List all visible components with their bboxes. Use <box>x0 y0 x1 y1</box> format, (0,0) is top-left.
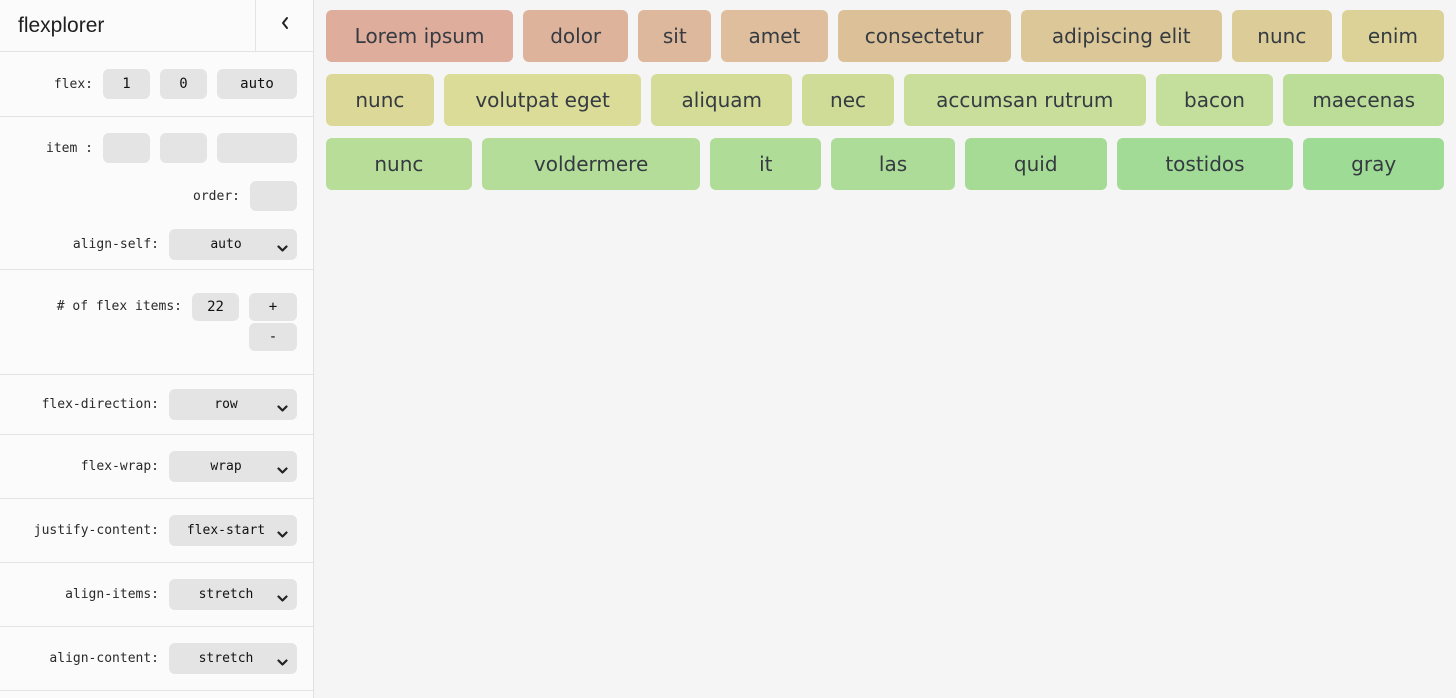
item-label: item : <box>46 140 93 156</box>
flex-wrap-section: flex-wrap: wrap <box>0 435 313 499</box>
flex-item: voldermere <box>481 138 701 190</box>
align-self-label: align-self: <box>72 237 159 252</box>
flex-item: aliquam <box>651 74 793 126</box>
sidebar: flexplorer flex: item : <box>0 0 314 698</box>
flex-item: nunc <box>326 74 434 126</box>
flex-items-count-input[interactable] <box>192 293 239 321</box>
flex-wrap-label: flex-wrap: <box>80 459 159 474</box>
app-title: flexplorer <box>18 13 105 37</box>
flex-item: Lorem ipsum <box>326 10 514 62</box>
flex-basis-input[interactable] <box>217 69 297 99</box>
flex-item: amet <box>721 10 828 62</box>
justify-content-label: justify-content: <box>33 523 159 538</box>
order-input[interactable] <box>250 181 297 211</box>
flex-shrink-input[interactable] <box>160 69 207 99</box>
flex-item: tostidos <box>1116 138 1294 190</box>
justify-content-section: justify-content: flex-start <box>0 499 313 563</box>
align-content-section: align-content: stretch <box>0 627 313 691</box>
flex-shorthand-section: flex: <box>0 52 313 117</box>
flex-item: nunc <box>326 138 472 190</box>
remove-item-button[interactable]: - <box>249 323 297 351</box>
item-basis-input[interactable] <box>217 133 297 163</box>
flex-item: bacon <box>1155 74 1274 126</box>
flex-label: flex: <box>53 76 93 92</box>
flex-item: gray <box>1303 138 1445 190</box>
align-self-select[interactable]: auto <box>169 229 297 260</box>
item-grow-input[interactable] <box>103 133 150 163</box>
flex-item: it <box>710 138 822 190</box>
flex-direction-section: flex-direction: row <box>0 375 313 435</box>
flex-item: las <box>831 138 955 190</box>
flex-direction-label: flex-direction: <box>41 397 159 412</box>
sidebar-header: flexplorer <box>0 0 313 52</box>
item-shrink-input[interactable] <box>160 133 207 163</box>
flex-item: nunc <box>1231 10 1332 62</box>
flex-wrap-select[interactable]: wrap <box>169 451 297 482</box>
align-items-select[interactable]: stretch <box>169 579 297 610</box>
align-items-section: align-items: stretch <box>0 563 313 627</box>
align-items-label: align-items: <box>65 587 159 602</box>
collapse-sidebar-button[interactable] <box>255 0 313 51</box>
chevron-left-icon <box>279 16 291 35</box>
flex-grow-input[interactable] <box>103 69 150 99</box>
flex-item: adipiscing elit <box>1020 10 1222 62</box>
item-section: item : order: align-self: auto <box>0 117 313 270</box>
align-content-label: align-content: <box>49 651 159 666</box>
order-label: order: <box>193 188 240 204</box>
flex-item: sit <box>638 10 712 62</box>
flex-item: accumsan rutrum <box>903 74 1146 126</box>
flex-item: nec <box>802 74 894 126</box>
add-item-button[interactable]: + <box>249 293 297 321</box>
flex-item: dolor <box>523 10 629 62</box>
flex-item: quid <box>964 138 1107 190</box>
flex-item: maecenas <box>1283 74 1445 126</box>
flex-direction-select[interactable]: row <box>169 389 297 420</box>
flex-item-count-section: # of flex items: + - <box>0 270 313 375</box>
flex-item: volutpat eget <box>443 74 642 126</box>
align-content-select[interactable]: stretch <box>169 643 297 674</box>
flex-items-count-label: # of flex items: <box>56 299 182 314</box>
justify-content-select[interactable]: flex-start <box>169 515 297 546</box>
flex-item: consectetur <box>837 10 1011 62</box>
flex-item: enim <box>1341 10 1444 62</box>
